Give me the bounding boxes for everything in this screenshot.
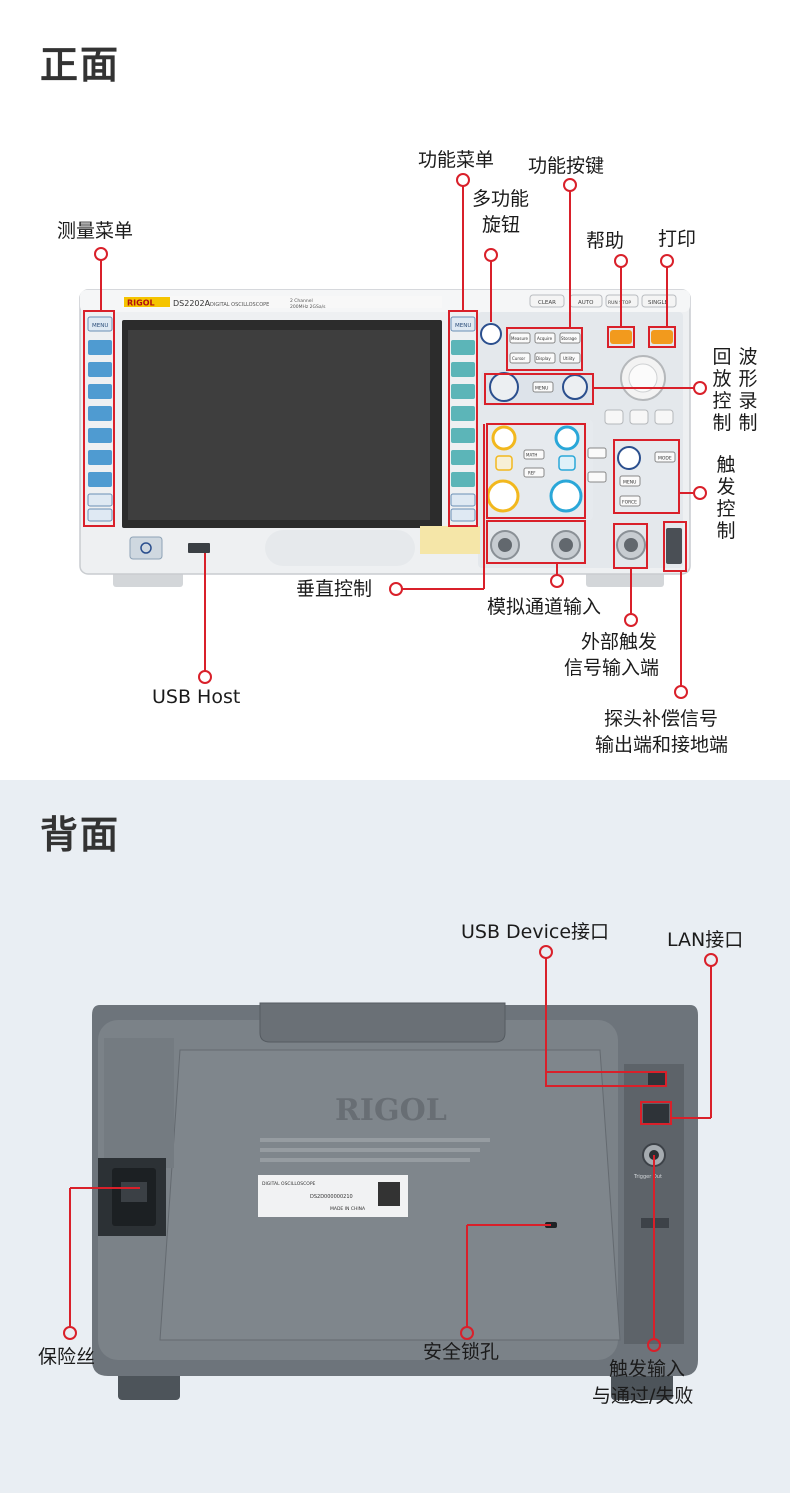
back-sticker-origin: MADE IN CHINA [330, 1206, 366, 1212]
front-specs-1: 2 Channel [290, 298, 313, 304]
label-probe-comp-1: 探头补偿信号 [604, 708, 719, 730]
back-oscilloscope-image: RIGOL DIGITAL OSCILLOSCOPE DS2D000000210… [63, 945, 718, 1400]
func-btn-cursor: Cursor [512, 356, 526, 361]
func-btn-measure: Measure [511, 336, 529, 341]
left-menu-key-label: MENU [92, 323, 108, 329]
back-trigger-out: Trigger Out [633, 1174, 662, 1180]
label-usb-host: USB Host [152, 686, 241, 708]
func-btn-acquire: Acquire [537, 336, 553, 341]
label-fuse: 保险丝 [38, 1346, 96, 1368]
func-btn-display: Display [536, 356, 551, 361]
back-sticker-title: DIGITAL OSCILLOSCOPE [262, 1181, 316, 1187]
label-vertical-control: 垂直控制 [296, 578, 373, 600]
label-print: 打印 [658, 228, 697, 250]
back-heading: 背面 [40, 813, 121, 857]
right-menu-key-label: MENU [455, 323, 471, 329]
label-function-menu: 功能菜单 [418, 149, 495, 171]
label-measure-menu: 测量菜单 [57, 220, 134, 242]
front-oscilloscope-image: RIGOL DS2202A DIGITAL OSCILLOSCOPE 2 Cha… [79, 173, 707, 699]
front-heading: 正面 [40, 43, 121, 87]
label-multi-knob-1: 多功能 [472, 188, 530, 210]
trig-btn-menu: MENU [623, 480, 636, 486]
label-trigger-out-1: 触发输入 [609, 1358, 686, 1380]
label-help: 帮助 [586, 230, 625, 252]
label-analog-input: 模拟通道输入 [487, 596, 602, 618]
top-btn-single: SINGLE [648, 300, 669, 306]
front-brand: RIGOL [127, 299, 155, 308]
func-btn-utility: Utility [563, 356, 575, 361]
back-logo: RIGOL [335, 1093, 447, 1128]
front-desc: DIGITAL OSCILLOSCOPE [210, 302, 269, 308]
label-trigger-out-2: 与通过/失败 [592, 1385, 694, 1407]
label-trigger-control: 触发控制 [716, 454, 736, 542]
front-specs-2: 200MHz 2GSa/s [290, 304, 326, 310]
label-probe-comp-2: 输出端和接地端 [595, 734, 729, 756]
back-section: 背面 RIGOL DIGITAL OSCILLOSCOPE DS2D000000… [0, 780, 790, 1493]
label-security-lock: 安全锁孔 [423, 1341, 500, 1363]
left-measure-keys: MENU [87, 316, 113, 522]
back-callout-lines [63, 945, 718, 1352]
trig-btn-force: FORCE [622, 500, 637, 506]
top-btn-clear: CLEAR [538, 300, 556, 306]
label-playback-control: 回放控制 [712, 346, 732, 434]
right-function-keys: MENU [450, 316, 476, 522]
top-btn-auto: AUTO [578, 300, 594, 306]
vert-btn-ref: REF [528, 471, 536, 476]
trig-btn-mode: MODE [658, 456, 672, 462]
top-buttons: CLEAR AUTO RUN STOP SINGLE [529, 294, 677, 308]
label-ext-trigger-1: 外部触发 [581, 631, 658, 653]
vert-btn-math: MATH [526, 453, 537, 458]
front-model: DS2202A [173, 299, 211, 308]
label-wave-record: 波形录制 [738, 346, 758, 434]
func-btn-storage: Storage [561, 336, 577, 341]
label-function-keys: 功能按键 [528, 155, 605, 177]
label-multi-knob-2: 旋钮 [482, 214, 521, 236]
front-callout-lines [83, 173, 707, 699]
function-buttons: Measure Acquire Storage Cursor Display U… [509, 332, 581, 364]
label-lan: LAN接口 [667, 929, 744, 951]
horiz-menu-btn: MENU [535, 386, 548, 392]
top-btn-run: RUN STOP [608, 300, 631, 306]
label-usb-device: USB Device接口 [461, 921, 610, 943]
front-section: 正面 RIGOL DS2202A DIGITAL OSCILLOSCOPE 2 … [40, 43, 758, 756]
back-sticker-serial: DS2D000000210 [310, 1194, 353, 1200]
label-ext-trigger-2: 信号输入端 [564, 657, 660, 679]
